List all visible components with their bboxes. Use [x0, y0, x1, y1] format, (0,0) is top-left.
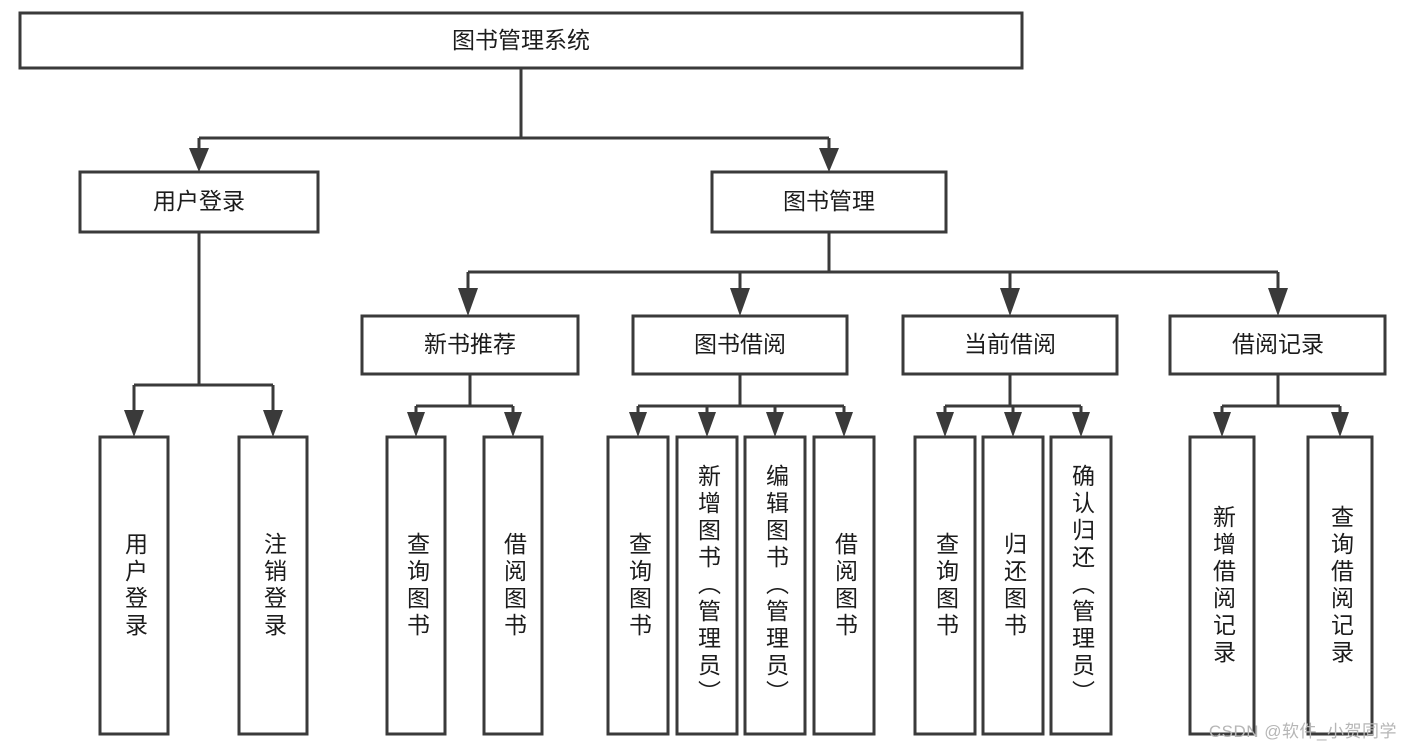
node-current-borrow-label: 当前借阅	[964, 331, 1056, 357]
node-current-borrow[interactable]: 当前借阅	[901, 314, 1119, 376]
node-new-book-rec-box[interactable]	[360, 314, 580, 376]
arrow-head-user-login	[189, 148, 209, 172]
leaf-node-boxes	[98, 435, 1374, 736]
leaf-return-book-box[interactable]	[981, 435, 1045, 736]
connector-group-book-manage-to-level3	[458, 232, 1288, 316]
arrow-head-leaf-query-book-brw	[629, 412, 647, 437]
leaf-logout-login-box[interactable]	[237, 435, 309, 736]
leaf-confirm-return[interactable]	[1049, 435, 1113, 736]
arrow-head-leaf-query-record	[1331, 412, 1349, 437]
leaf-query-book-cur-box[interactable]	[913, 435, 977, 736]
arrow-head-leaf-edit-book	[766, 412, 784, 437]
leaf-query-record[interactable]	[1306, 435, 1374, 736]
connector-group-new-book-rec-to-leaves	[407, 374, 522, 437]
arrow-head-new-book-rec	[458, 288, 478, 316]
leaf-query-record-box[interactable]	[1306, 435, 1374, 736]
leaf-add-record-box[interactable]	[1188, 435, 1256, 736]
node-root-label: 图书管理系统	[452, 27, 590, 53]
leaf-query-book-rec-box[interactable]	[385, 435, 447, 736]
connector-group-user-login-to-leaves	[124, 232, 283, 437]
arrow-head-current-borrow	[1000, 288, 1020, 316]
node-book-borrow-box[interactable]	[631, 314, 849, 376]
node-root[interactable]: 图书管理系统	[18, 11, 1024, 70]
node-new-book-rec[interactable]: 新书推荐	[360, 314, 580, 376]
arrow-head-leaf-add-record	[1213, 412, 1231, 437]
connector-group-root-to-level2	[189, 68, 839, 172]
node-user-login[interactable]: 用户登录	[78, 170, 320, 234]
node-user-login-label: 用户登录	[153, 188, 245, 214]
leaf-borrow-book-brw[interactable]	[812, 435, 876, 736]
connector-group-borrow-record-to-leaves	[1213, 374, 1349, 437]
leaf-borrow-book-rec[interactable]	[482, 435, 544, 736]
node-borrow-record-box[interactable]	[1168, 314, 1387, 376]
arrow-head-leaf-query-book-rec	[407, 412, 425, 437]
leaf-borrow-book-rec-box[interactable]	[482, 435, 544, 736]
leaf-query-book-brw-box[interactable]	[606, 435, 670, 736]
node-book-manage-box[interactable]	[710, 170, 948, 234]
leaf-query-book-cur[interactable]	[913, 435, 977, 736]
leaf-logout-login[interactable]	[237, 435, 309, 736]
arrow-head-leaf-confirm-return	[1072, 412, 1090, 437]
node-borrow-record-label: 借阅记录	[1232, 331, 1324, 357]
leaf-edit-book[interactable]	[743, 435, 807, 736]
arrow-head-leaf-add-book	[698, 412, 716, 437]
leaf-query-book-brw[interactable]	[606, 435, 670, 736]
leaf-return-book[interactable]	[981, 435, 1045, 736]
arrow-head-book-manage	[819, 148, 839, 172]
leaf-add-book[interactable]	[675, 435, 739, 736]
node-new-book-rec-label: 新书推荐	[424, 331, 516, 357]
connector-group-current-borrow-to-leaves	[936, 374, 1090, 437]
leaf-query-book-rec[interactable]	[385, 435, 447, 736]
leaf-add-book-box[interactable]	[675, 435, 739, 736]
arrow-head-book-borrow	[730, 288, 750, 316]
arrow-head-leaf-borrow-book-rec	[504, 412, 522, 437]
node-book-borrow-label: 图书借阅	[694, 331, 786, 357]
leaf-confirm-return-box[interactable]	[1049, 435, 1113, 736]
node-root-box[interactable]	[18, 11, 1024, 70]
node-current-borrow-box[interactable]	[901, 314, 1119, 376]
node-borrow-record[interactable]: 借阅记录	[1168, 314, 1387, 376]
leaf-borrow-book-brw-box[interactable]	[812, 435, 876, 736]
arrow-head-leaf-user-login	[124, 410, 144, 437]
leaf-edit-book-box[interactable]	[743, 435, 807, 736]
arrow-head-leaf-return-book	[1004, 412, 1022, 437]
connector-group-book-borrow-to-leaves	[629, 374, 853, 437]
arrow-head-leaf-query-book-cur	[936, 412, 954, 437]
node-book-manage-label: 图书管理	[783, 188, 875, 214]
arrow-head-leaf-borrow-book-brw	[835, 412, 853, 437]
node-user-login-box[interactable]	[78, 170, 320, 234]
node-book-manage[interactable]: 图书管理	[710, 170, 948, 234]
leaf-user-login[interactable]	[98, 435, 170, 736]
leaf-add-record[interactable]	[1188, 435, 1256, 736]
leaf-user-login-box[interactable]	[98, 435, 170, 736]
arrow-head-leaf-logout-login	[263, 410, 283, 437]
watermark-text: CSDN @软件_小贺同学	[1208, 722, 1397, 741]
arrow-head-borrow-record	[1268, 288, 1288, 316]
node-book-borrow[interactable]: 图书借阅	[631, 314, 849, 376]
